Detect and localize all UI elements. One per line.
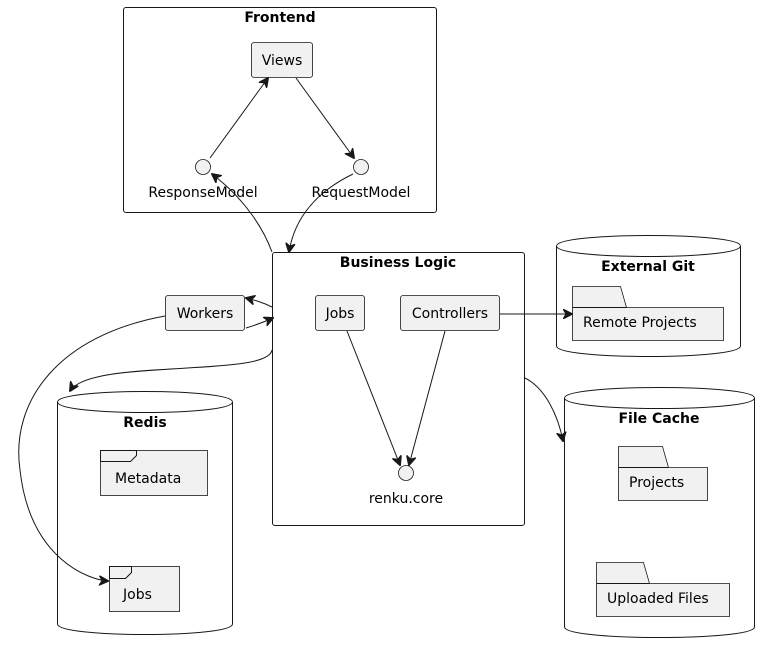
request-model-label: RequestModel xyxy=(312,185,411,201)
edge-business-to-redis xyxy=(70,349,273,391)
metadata-frame[interactable]: Metadata xyxy=(100,450,208,496)
uploaded-files-folder[interactable]: Uploaded Files xyxy=(596,562,730,617)
frontend-package: Frontend xyxy=(123,7,437,213)
jobs-label: Jobs xyxy=(325,306,355,322)
metadata-label: Metadata xyxy=(115,471,181,487)
renku-core-label: renku.core xyxy=(369,491,443,507)
remote-projects-folder[interactable]: Remote Projects xyxy=(572,286,724,341)
edge-workers-to-business xyxy=(245,318,273,329)
projects-label: Projects xyxy=(629,475,684,491)
redis-jobs-label: Jobs xyxy=(122,587,152,603)
renku-core-interface[interactable]: renku.core xyxy=(369,465,443,508)
edge-business-to-workers xyxy=(246,298,273,308)
edge-views-to-request xyxy=(295,77,354,158)
request-model-interface[interactable]: RequestModel xyxy=(312,159,411,202)
business-logic-title: Business Logic xyxy=(340,255,456,271)
controllers-node[interactable]: Controllers xyxy=(400,295,500,331)
response-model-label: ResponseModel xyxy=(148,185,257,201)
remote-projects-label: Remote Projects xyxy=(583,315,697,331)
external-git-title: External Git xyxy=(601,259,695,275)
edge-business-to-response xyxy=(212,174,273,253)
redis-title: Redis xyxy=(123,415,166,431)
edge-response-to-views xyxy=(209,78,268,159)
edge-controllers-to-renku-core xyxy=(409,330,446,465)
workers-label: Workers xyxy=(177,306,234,322)
redis-database: Redis xyxy=(57,391,233,635)
uploaded-files-label: Uploaded Files xyxy=(607,591,709,607)
file-cache-database: File Cache xyxy=(564,387,755,638)
workers-node[interactable]: Workers xyxy=(165,295,245,331)
edge-request-to-business xyxy=(289,173,354,252)
views-label: Views xyxy=(262,53,303,69)
views-node[interactable]: Views xyxy=(251,42,313,78)
file-cache-title: File Cache xyxy=(618,411,699,427)
external-git-database: External Git xyxy=(556,235,741,357)
edge-business-to-file-cache xyxy=(524,377,563,441)
jobs-node[interactable]: Jobs xyxy=(315,295,365,331)
edge-workers-to-redis-jobs xyxy=(18,315,166,581)
frontend-title: Frontend xyxy=(244,10,315,26)
response-model-interface[interactable]: ResponseModel xyxy=(148,159,258,202)
redis-jobs-frame[interactable]: Jobs xyxy=(109,566,180,612)
edge-jobs-to-renku-core xyxy=(346,330,400,465)
projects-folder[interactable]: Projects xyxy=(618,446,708,501)
business-logic-package: Business Logic xyxy=(272,252,525,526)
controllers-label: Controllers xyxy=(412,306,488,322)
